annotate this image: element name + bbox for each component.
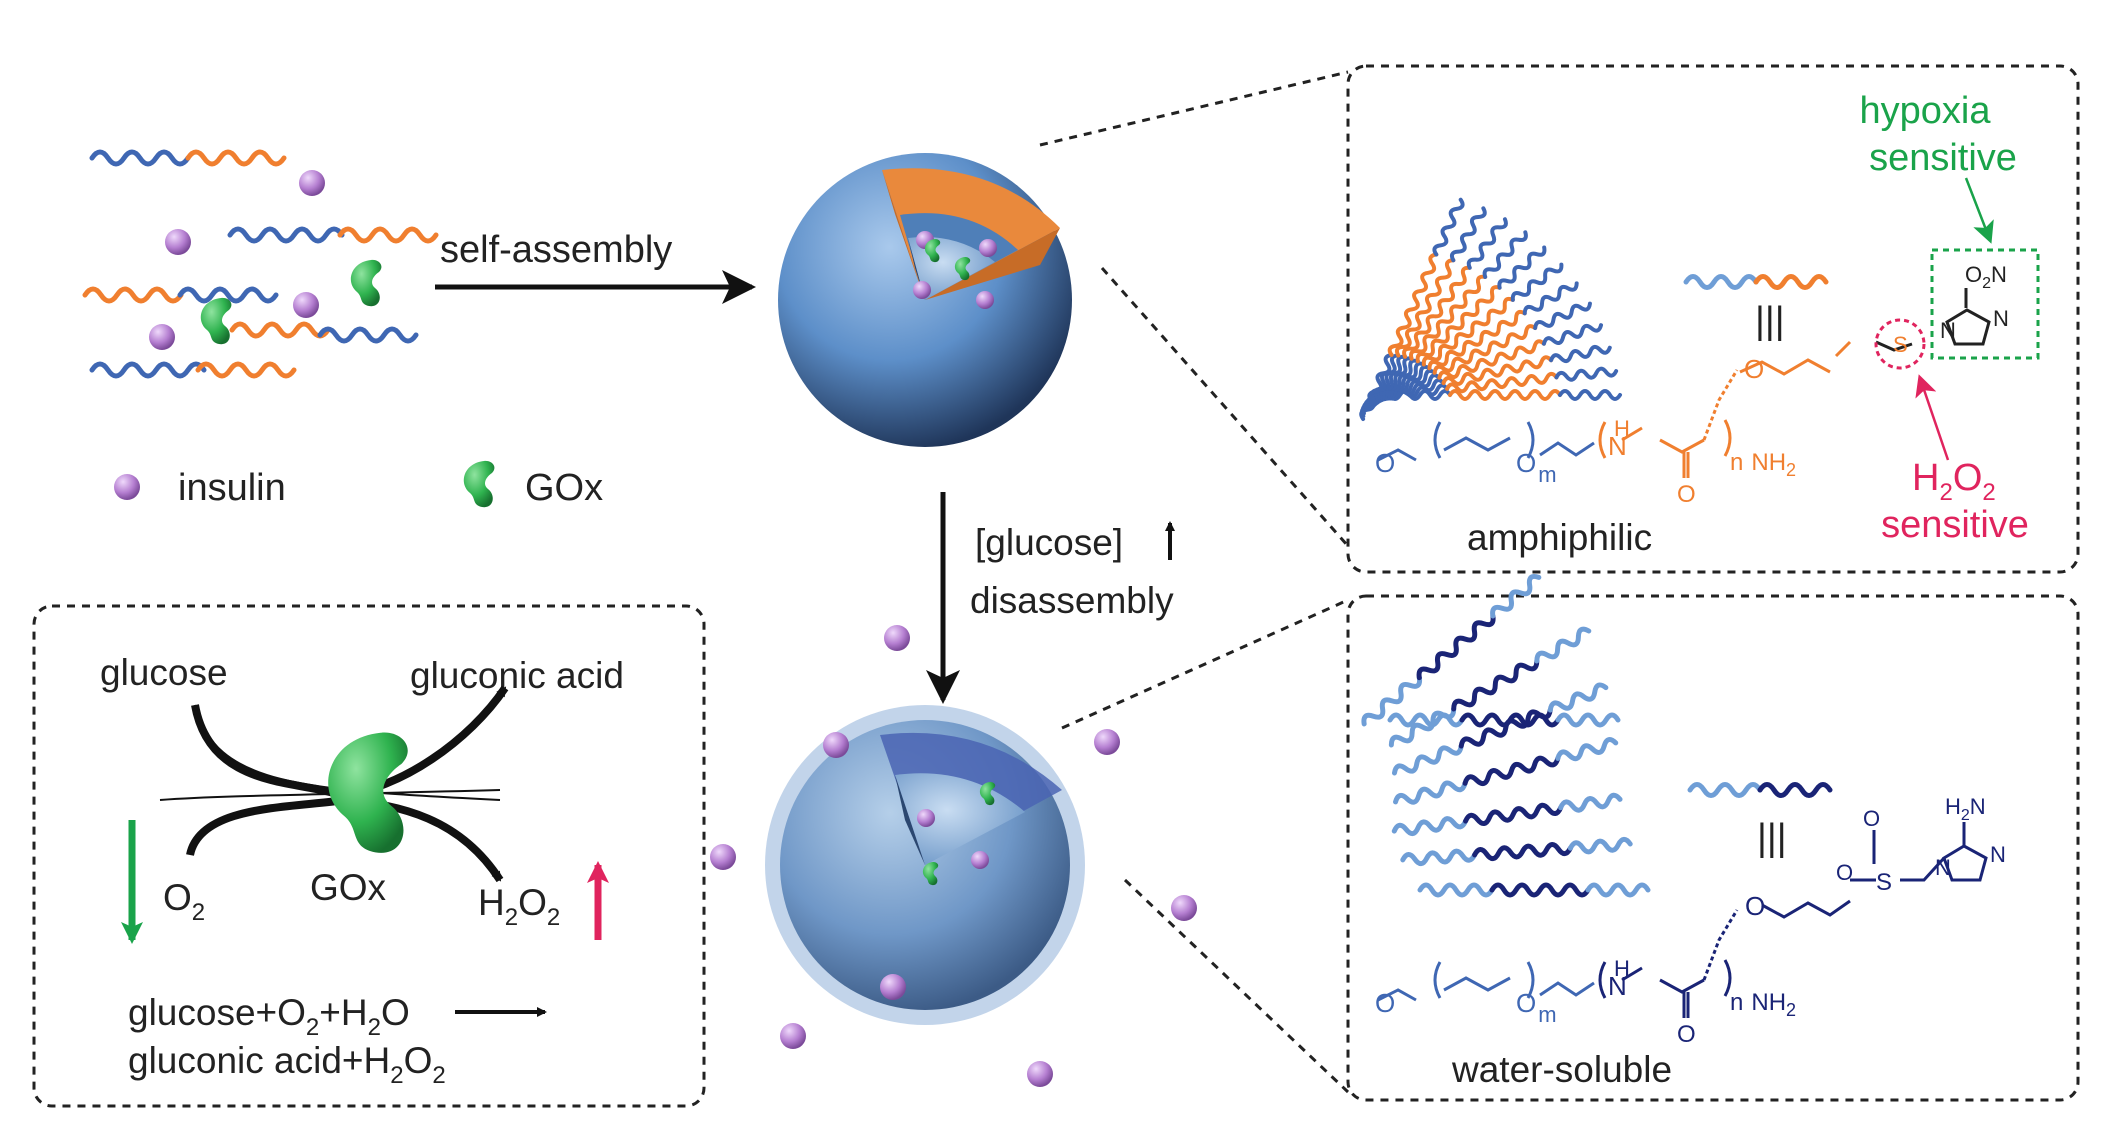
gox-legend-icon [463, 460, 495, 508]
o2-label: O [163, 877, 192, 918]
svg-text:H2O2: H2O2 [478, 882, 560, 931]
equivalence-sign-2: ||| [1757, 817, 1787, 859]
svg-text:O: O [1375, 448, 1395, 478]
h2o2-sub1: 2 [505, 904, 518, 931]
self-assembly-arrow: self-assembly [435, 229, 756, 304]
hypoxia-label-line1: hypoxia [1860, 90, 1992, 132]
svg-text:Om: Om [1516, 448, 1557, 487]
ws-imidazole-n3: N [1990, 842, 2006, 867]
disassembled-nanoparticle [765, 705, 1085, 1025]
ws-sulfonyl-o2: O [1863, 806, 1880, 831]
ws-imidazole-n1: N [1935, 855, 1951, 880]
imidazole-n3: N [1993, 306, 2009, 331]
ws-struct-o1: O [1375, 988, 1395, 1018]
equation-line-2: gluconic acid+H2O2 [128, 1040, 446, 1089]
h2o2-sensitive-label: sensitive [1881, 504, 2029, 546]
svg-text:O: O [1375, 988, 1395, 1018]
svg-text:Om: Om [1516, 988, 1557, 1027]
h2o2-o: O [518, 882, 547, 923]
insulin-label: insulin [178, 467, 286, 509]
gox-enzyme-icon [328, 732, 408, 853]
gox-reaction-label: GOx [310, 867, 387, 908]
water-soluble-chain-cluster [1361, 574, 1648, 895]
amphiphilic-label: amphiphilic [1467, 517, 1652, 558]
h2o2-sensitive-marker [1874, 318, 1926, 370]
h2o2-pointer-arrow [1915, 374, 1950, 461]
gluconic-acid-label: gluconic acid [410, 655, 624, 696]
amphiphilic-single-chain [1683, 274, 1829, 290]
svg-text:O2: O2 [163, 877, 205, 926]
struct-o1: O [1375, 448, 1395, 478]
water-soluble-label: water-soluble [1451, 1049, 1672, 1090]
struct-o2: O [1516, 448, 1536, 478]
zoom-lines [1039, 70, 1350, 1094]
ws-struct-ether-o: O [1745, 891, 1765, 921]
equation-line-1: glucose+O2+H2O [128, 992, 410, 1041]
self-assembly-label: self-assembly [440, 229, 672, 271]
ws-struct-carbonyl-o: O [1677, 1021, 1696, 1048]
water-soluble-single-chain [1687, 782, 1833, 798]
imidazole-n1: N [1940, 318, 1956, 343]
ws-struct-s: S [1876, 869, 1892, 896]
h2o2-sensitive-formula: H2O2 [1912, 457, 1996, 506]
struct-carbonyl-o: O [1677, 481, 1696, 508]
o2-subscript: 2 [192, 899, 205, 926]
struct-sub-n: n [1730, 449, 1743, 476]
ws-sulfonyl-o1: O [1836, 860, 1853, 885]
disassembly-arrow: [glucose] disassembly [926, 492, 1175, 704]
glucose-label: glucose [100, 652, 228, 693]
svg-text:O2N: O2N [1965, 262, 2007, 292]
free-polymer-chains [82, 149, 439, 379]
ws-struct-o2: O [1516, 988, 1536, 1018]
h2o2-sub2: 2 [547, 904, 560, 931]
h2o2-h: H [478, 882, 505, 923]
legend: insulin GOx [114, 460, 603, 509]
disassembly-label: disassembly [970, 580, 1174, 621]
hypoxia-sensitive-box [1930, 248, 2040, 360]
amphiphilic-chain-fan [1357, 196, 1622, 423]
insulin-legend-icon [114, 474, 140, 500]
reaction-box: glucose gluconic acid O2 GOx H2O2 glucos… [32, 604, 706, 1108]
ws-struct-sub-n: n [1730, 989, 1743, 1016]
hypoxia-arrow [1964, 177, 1994, 244]
struct-h: H [1614, 416, 1630, 441]
struct-ether-o: O [1744, 354, 1764, 384]
ws-struct-h: H [1614, 956, 1630, 981]
struct-n: N [1608, 431, 1627, 461]
struct-s: S [1893, 332, 1908, 357]
water-soluble-structure [1377, 822, 1988, 1018]
hypoxia-label-line2: sensitive [1869, 137, 2017, 179]
assembled-nanoparticle [778, 153, 1072, 447]
glucose-trigger-label: [glucose] [975, 522, 1123, 563]
equivalence-sign: ||| [1755, 300, 1785, 342]
svg-text:H2N: H2N [1945, 794, 1986, 824]
gox-label: GOx [525, 467, 603, 509]
ws-struct-n: N [1608, 971, 1627, 1001]
amphiphilic-structure [1377, 288, 1991, 478]
